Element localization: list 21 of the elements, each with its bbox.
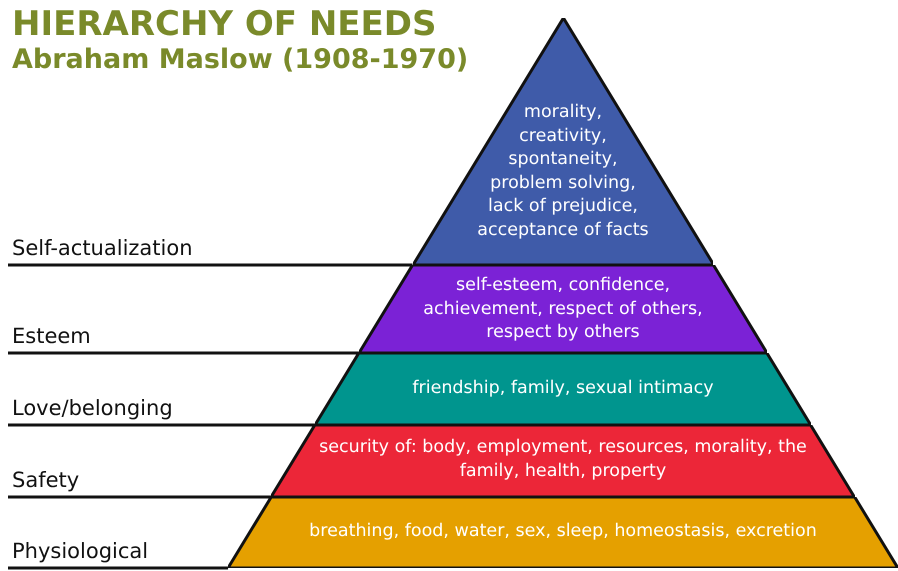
level-name: Physiological (12, 538, 148, 564)
level-name: Self-actualization (12, 235, 193, 261)
pyramid-layer (358, 265, 767, 353)
level-name: Love/belonging (12, 395, 173, 421)
leader-line (8, 566, 228, 570)
leader-line (8, 264, 413, 266)
layer-text: friendship, family, sexual intimacy (411, 377, 715, 400)
title: HIERARCHY OF NEEDS (12, 4, 436, 44)
level-name: Safety (12, 467, 80, 493)
layer-text: breathing, food, water, sex, sleep, homeostasis, excretion (308, 520, 818, 543)
leader-line (8, 352, 359, 354)
pyramid-layer (271, 425, 855, 497)
layer-text: security of: body, employment, resources, morality, the family, health, property (318, 436, 808, 482)
level-name: Esteem (12, 323, 91, 349)
pyramid-layer (315, 353, 811, 425)
leader-line (8, 496, 272, 498)
layer-text: self-esteem, confidence, achievement, respect of others, respect by others (422, 274, 704, 344)
subtitle: Abraham Maslow (1908-1970) (12, 44, 468, 75)
leader-line (8, 424, 316, 426)
layer-text: morality, creativity, spontaneity, problem solving, lack of prejudice, acceptance of facts (476, 101, 650, 242)
pyramid-layer (228, 497, 898, 568)
